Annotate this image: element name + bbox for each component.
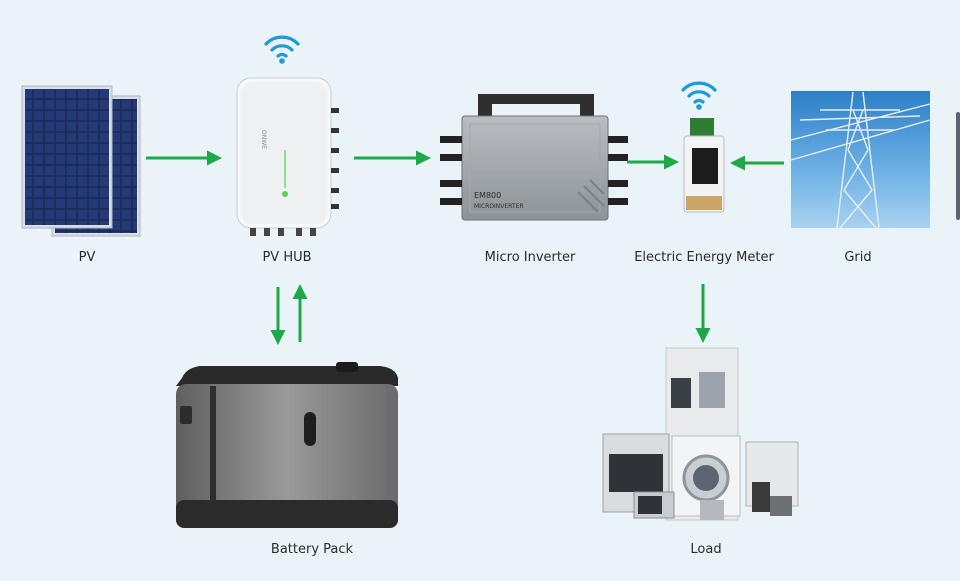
micro-inverter-label: Micro Inverter	[484, 250, 576, 265]
pv-hub-image	[236, 77, 339, 236]
inverter-sub-text: MICROINVERTER	[474, 203, 524, 210]
wifi-icon	[264, 35, 300, 64]
grid-label: Grid	[844, 250, 872, 265]
load-label: Load	[690, 542, 722, 557]
pv-label: PV	[78, 250, 96, 265]
scrollbar[interactable]	[956, 112, 960, 220]
energy-meter-label: Electric Energy Meter	[634, 250, 774, 265]
grid-tower-image	[790, 91, 931, 229]
energy-meter-image	[683, 118, 725, 213]
load-appliances-image	[602, 347, 799, 521]
pv-panel-image	[21, 85, 141, 237]
wifi-icon	[681, 81, 717, 110]
battery-pack-label: Battery Pack	[270, 542, 354, 557]
inverter-model-text: EM800	[474, 191, 501, 200]
pv-hub-brand: ONWE	[260, 130, 267, 149]
battery-pack-image	[176, 362, 398, 528]
pv-hub-label: PV HUB	[262, 250, 312, 265]
micro-inverter-image	[440, 94, 628, 221]
